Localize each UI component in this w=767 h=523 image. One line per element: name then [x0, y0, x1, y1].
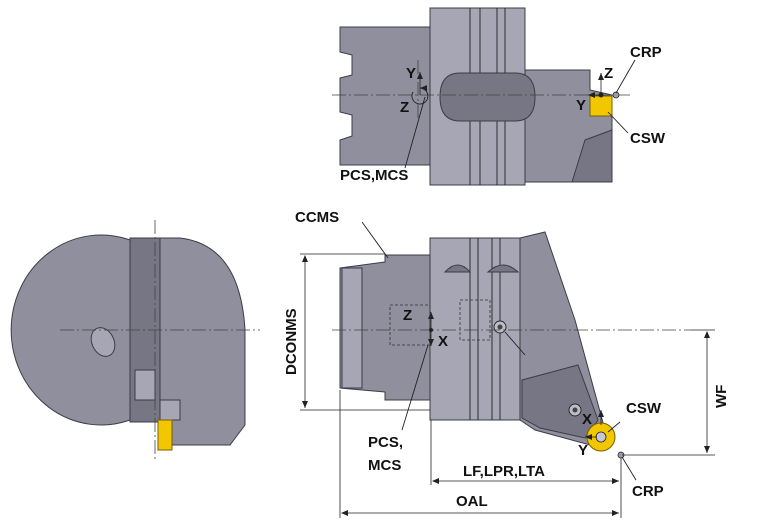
side-tip-x-label: X [582, 411, 592, 428]
top-view: Y Z PCS,MCS CRP CSW Z Y [332, 7, 666, 186]
end-view-insert [157, 419, 173, 451]
end-view [10, 220, 260, 460]
top-y-axis-label: Y [406, 65, 416, 82]
top-tip-z-label: Z [604, 65, 613, 82]
top-slot [439, 72, 536, 122]
side-tip-y-label: Y [578, 442, 588, 459]
top-crp-label: CRP [630, 44, 662, 61]
side-crp-label: CRP [632, 483, 664, 500]
top-csw-label: CSW [630, 130, 666, 147]
side-mcs-label: MCS [368, 457, 401, 474]
side-pcs-label: PCS, [368, 434, 403, 451]
top-tip-y-label: Y [576, 97, 586, 114]
side-z-axis-label: Z [403, 307, 412, 324]
side-x-axis-label: X [438, 333, 448, 350]
side-csw-label: CSW [626, 400, 662, 417]
top-z-axis-label: Z [400, 99, 409, 116]
side-view: CCMS DCONMS Z X PCS, MCS CSW X Y WF LF,L… [283, 209, 730, 518]
top-shank [339, 26, 431, 166]
side-dconms-label: DCONMS [283, 308, 300, 375]
side-ccms-label: CCMS [295, 209, 339, 226]
side-wf-label: WF [713, 385, 730, 408]
side-oal-label: OAL [456, 493, 488, 510]
top-pcs-mcs-label: PCS,MCS [340, 167, 408, 184]
side-lf-label: LF,LPR,LTA [463, 463, 545, 480]
